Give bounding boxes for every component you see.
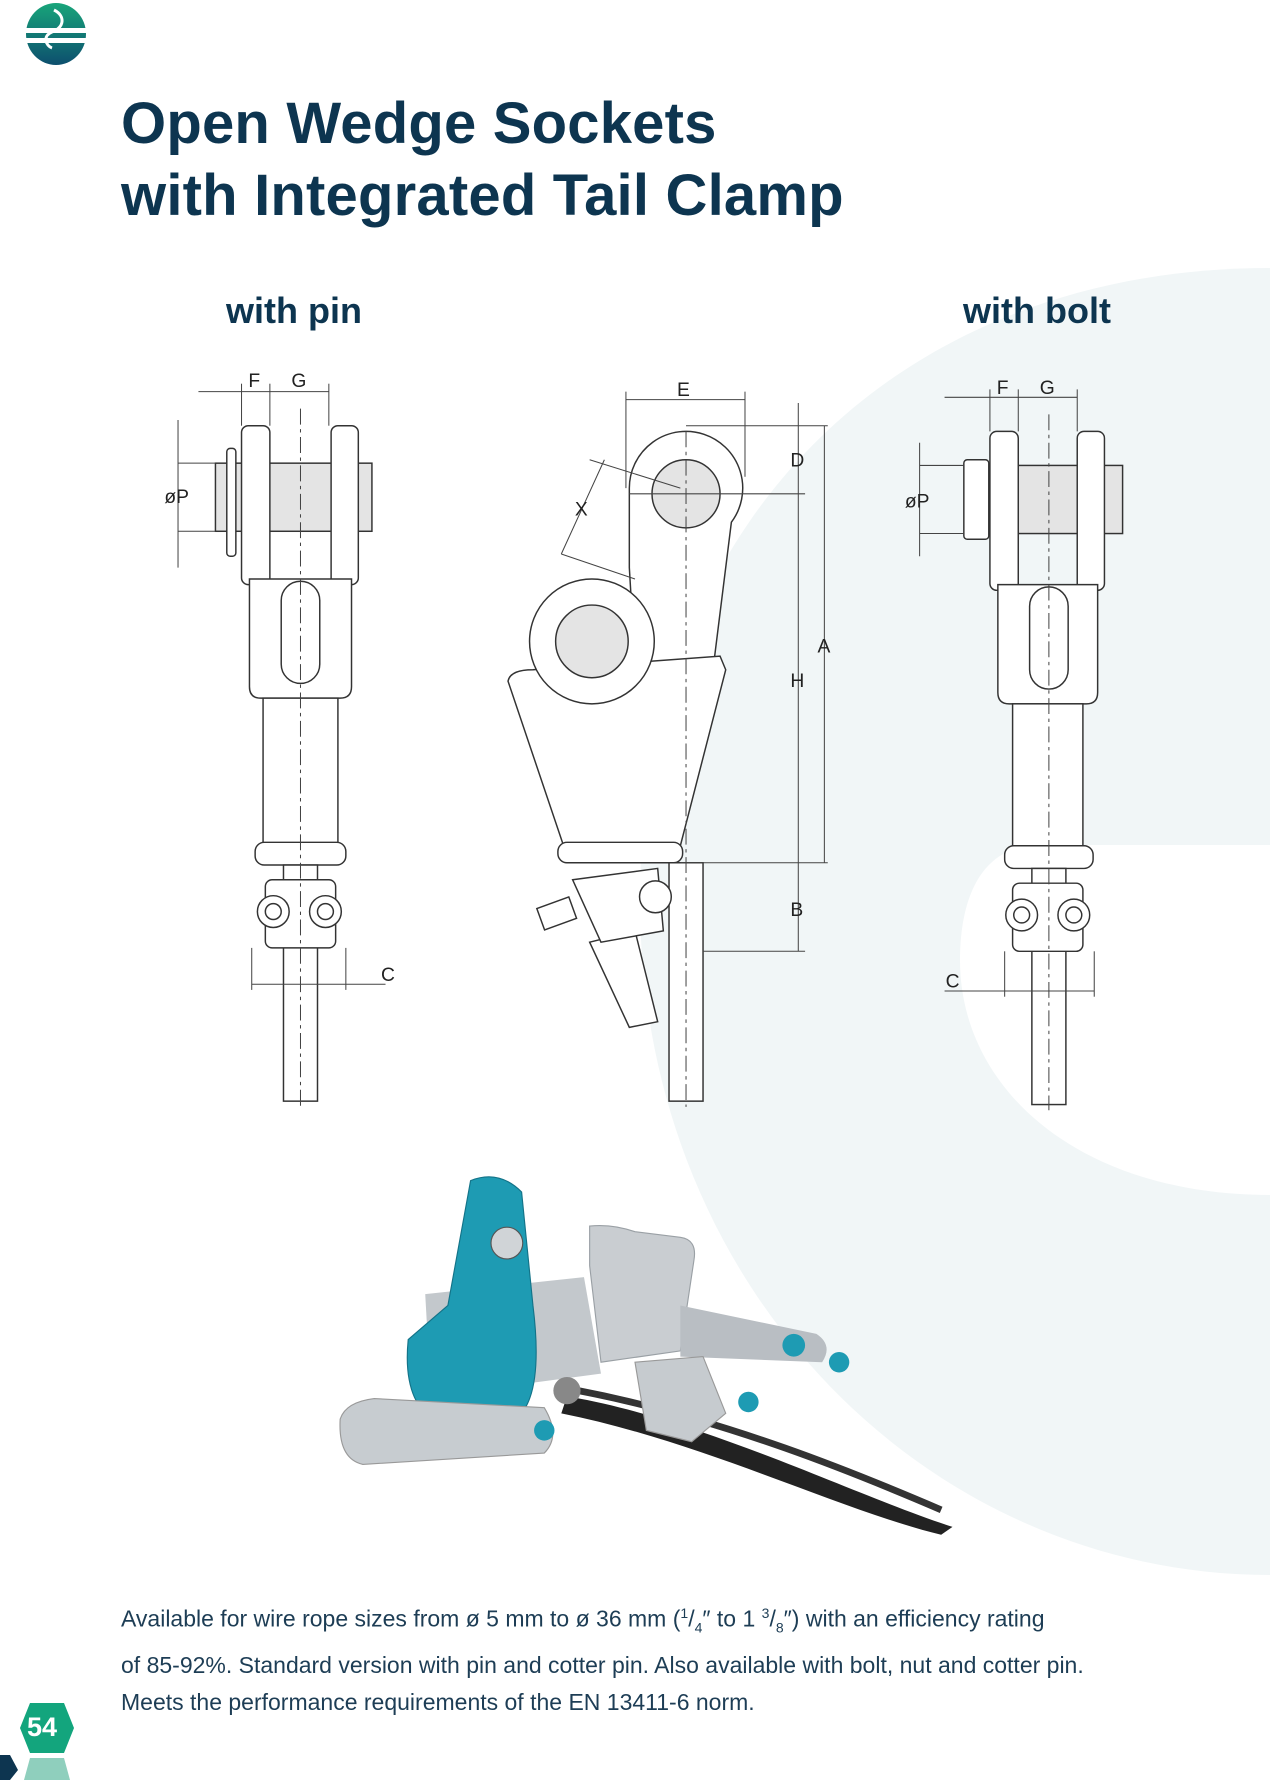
- drawing-with-bolt: [963, 430, 1124, 1106]
- drawing-with-pin: [214, 424, 373, 1102]
- product-photo: [339, 1176, 953, 1535]
- hexagon-decoration: [0, 1703, 74, 1780]
- dim-label-p-bolt: øP: [905, 491, 930, 512]
- drawing-side-view: [507, 430, 744, 1102]
- product-description: Available for wire rope sizes from ø 5 m…: [121, 1595, 1221, 1722]
- dim-label-c-bolt: C: [946, 972, 960, 993]
- title-line-2: with Integrated Tail Clamp: [121, 163, 844, 228]
- dim-label-a: A: [818, 637, 831, 658]
- fraction-denominator: 4: [694, 1619, 703, 1636]
- description-line-2: of 85-92%. Standard version with pin and…: [121, 1651, 1084, 1678]
- page-number: 54: [27, 1712, 58, 1742]
- dim-label-x: X: [575, 499, 588, 520]
- variant-heading-bolt: with bolt: [963, 290, 1111, 331]
- company-logo: [24, 3, 88, 65]
- page-number-badge: 54: [0, 1700, 80, 1780]
- dim-label-g-bolt: G: [1040, 378, 1055, 399]
- description-text: Available for wire rope sizes from ø 5 m…: [121, 1605, 681, 1632]
- dim-label-f-pin: F: [248, 371, 260, 392]
- dim-label-b: B: [790, 900, 803, 921]
- description-text: ″) with an efficiency rating: [783, 1605, 1045, 1632]
- dim-label-e: E: [677, 380, 690, 401]
- variant-heading-pin: with pin: [226, 290, 362, 331]
- dim-label-c-pin: C: [381, 965, 395, 986]
- fraction-denominator: 8: [775, 1619, 784, 1636]
- dim-label-f-bolt: F: [997, 378, 1009, 399]
- fraction-numerator: 3: [761, 1605, 770, 1621]
- title-line-1: Open Wedge Sockets: [121, 91, 717, 156]
- dim-label-h: H: [790, 671, 804, 692]
- dim-label-d: D: [790, 451, 804, 472]
- page-title: Open Wedge Sockets with Integrated Tail …: [121, 88, 844, 232]
- dim-label-g-pin: G: [291, 371, 306, 392]
- description-line-3: Meets the performance requirements of th…: [121, 1689, 755, 1716]
- description-line-1: Available for wire rope sizes from ø 5 m…: [121, 1605, 1045, 1636]
- description-text: ″ to 1: [702, 1605, 762, 1632]
- fraction-numerator: 1: [680, 1605, 689, 1621]
- dim-label-p-pin: øP: [164, 487, 189, 508]
